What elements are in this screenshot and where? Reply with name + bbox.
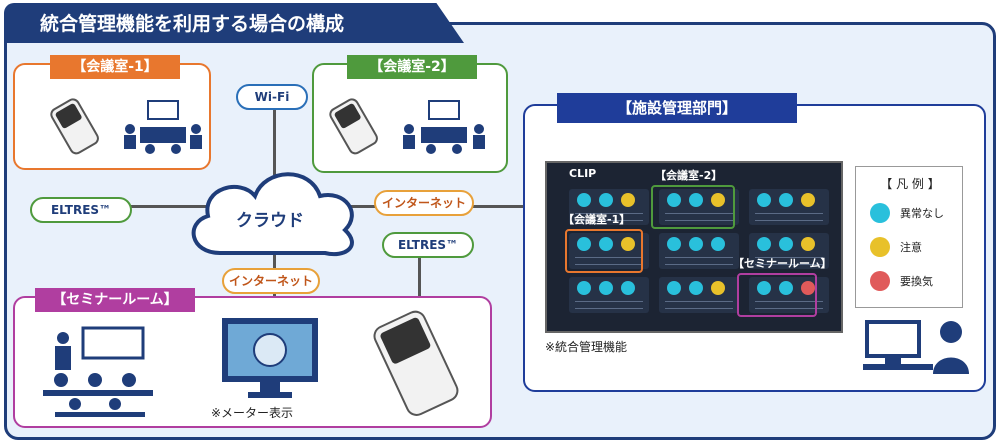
legend-list: 異常なし注意要換気 xyxy=(870,203,960,291)
dashboard-tile xyxy=(569,189,649,225)
device-icon xyxy=(329,98,378,155)
status-dot xyxy=(667,193,681,207)
link-wifi xyxy=(273,100,276,175)
status-dot xyxy=(689,193,703,207)
meeting-room-2-label: 【会議室-2】 xyxy=(347,55,477,79)
facility-department-label: 【施設管理部門】 xyxy=(557,93,797,123)
seminar-audience-icon xyxy=(43,326,153,417)
meeting-people-icon xyxy=(403,100,485,154)
status-dot xyxy=(779,193,793,207)
dashboard-tile xyxy=(749,189,829,225)
dashboard-caption: ※統合管理機能 xyxy=(545,340,628,354)
status-dot xyxy=(621,237,635,251)
status-dot xyxy=(711,281,725,295)
status-dot xyxy=(801,193,815,207)
dashboard-tile xyxy=(659,233,739,269)
device-icon xyxy=(50,98,99,155)
meeting2-highlight xyxy=(651,185,735,229)
tile-chart xyxy=(665,301,733,309)
eltres-left-label: ELTRES™ xyxy=(30,197,132,223)
status-dot xyxy=(801,237,815,251)
seminar-room-label: 【セミナールーム】 xyxy=(35,288,195,312)
dashboard-tag-meeting1: 【会議室-1】 xyxy=(563,213,631,226)
meeting-people-icon xyxy=(124,100,202,154)
tile-chart xyxy=(665,213,733,221)
eltres-right-label: ELTRES™ xyxy=(382,232,474,258)
dashboard-tile xyxy=(569,277,649,313)
legend-dot xyxy=(870,271,890,291)
status-dot xyxy=(689,281,703,295)
tile-chart xyxy=(755,257,823,265)
meter-display-icon xyxy=(222,318,318,398)
tile-chart xyxy=(755,213,823,221)
status-dot xyxy=(599,281,613,295)
dashboard-tile xyxy=(569,233,649,269)
status-dot xyxy=(779,237,793,251)
status-dot xyxy=(757,193,771,207)
cloud-icon xyxy=(191,172,354,257)
internet-right-label: インターネット xyxy=(374,190,474,216)
device-icon xyxy=(373,310,459,416)
legend-dot xyxy=(870,237,890,257)
tile-chart xyxy=(665,257,733,265)
tile-chart xyxy=(575,301,643,309)
status-dot xyxy=(577,237,591,251)
legend: 【 凡 例 】 異常なし注意要換気 xyxy=(855,166,963,308)
status-dot xyxy=(599,237,613,251)
dashboard-tag-seminar: 【セミナールーム】 xyxy=(733,257,832,270)
tile-chart xyxy=(575,257,643,265)
meeting1-highlight xyxy=(565,229,643,273)
status-dot xyxy=(577,193,591,207)
legend-label: 異常なし xyxy=(900,207,944,220)
dashboard-tile xyxy=(659,277,739,313)
legend-title: 【 凡 例 】 xyxy=(880,177,940,191)
status-dot xyxy=(577,281,591,295)
link-eltres-right xyxy=(418,235,421,305)
wifi-label: Wi-Fi xyxy=(236,84,308,110)
meeting-room-2: 【会議室-2】 xyxy=(312,55,508,173)
status-dot xyxy=(757,237,771,251)
legend-dot xyxy=(870,203,890,223)
meter-caption: ※メーター表示 xyxy=(211,406,294,420)
facility-department: 【施設管理部門】 CLIP 【会議室-1】 【会議室-2】 【セミナールーム】 … xyxy=(523,93,986,392)
status-dot xyxy=(667,237,681,251)
legend-item: 異常なし xyxy=(870,203,960,223)
internet-bottom-label: インターネット xyxy=(222,268,320,294)
meeting-room-1: 【会議室-1】 xyxy=(13,55,211,170)
status-dot xyxy=(711,237,725,251)
status-dot xyxy=(757,281,771,295)
dashboard-logo: CLIP xyxy=(569,167,597,180)
legend-label: 要換気 xyxy=(900,275,933,288)
legend-item: 要換気 xyxy=(870,271,960,291)
status-dot xyxy=(801,281,815,295)
status-dot xyxy=(779,281,793,295)
diagram-title: 統合管理機能を利用する場合の構成 xyxy=(4,3,464,43)
tile-chart xyxy=(575,213,643,221)
seminar-room: 【セミナールーム】 ※メーター表示 xyxy=(13,288,492,428)
dashboard-tile xyxy=(749,233,829,269)
tile-chart xyxy=(755,301,823,309)
dashboard-tag-meeting2: 【会議室-2】 xyxy=(655,169,723,182)
status-dot xyxy=(711,193,725,207)
dashboard-screen: CLIP 【会議室-1】 【会議室-2】 【セミナールーム】 xyxy=(545,161,843,333)
meeting-room-1-label: 【会議室-1】 xyxy=(50,55,180,79)
status-dot xyxy=(621,193,635,207)
status-dot xyxy=(689,237,703,251)
dashboard-tile xyxy=(659,189,739,225)
legend-item: 注意 xyxy=(870,237,960,257)
status-dot xyxy=(667,281,681,295)
seminar-highlight xyxy=(737,273,817,317)
operator-icon xyxy=(863,320,969,374)
status-dot xyxy=(621,281,635,295)
dashboard-grid xyxy=(565,185,835,325)
status-dot xyxy=(599,193,613,207)
cloud-label: クラウド xyxy=(236,211,304,231)
legend-label: 注意 xyxy=(900,241,922,254)
